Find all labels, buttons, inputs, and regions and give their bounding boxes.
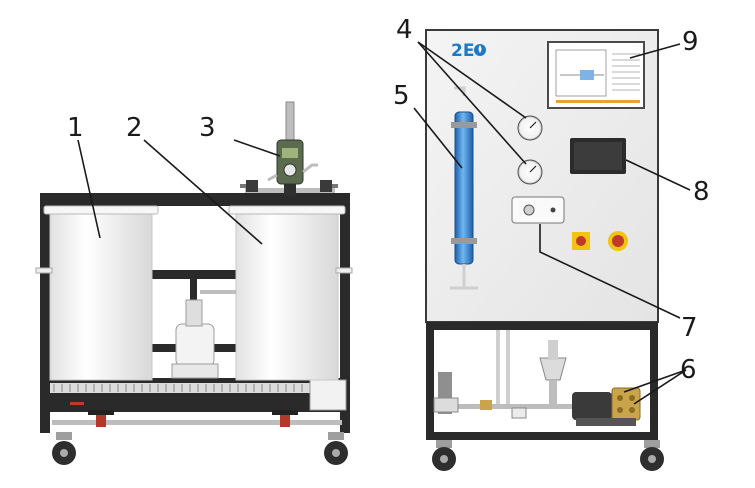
callout-1: 1 <box>67 113 84 143</box>
left-frame-post-right <box>340 193 350 433</box>
filter-housing <box>267 101 318 196</box>
left-frame-post-left <box>40 193 50 433</box>
right-tank <box>235 211 339 381</box>
leader-8 <box>625 159 691 191</box>
leader-4a <box>417 41 527 119</box>
leader-1 <box>77 139 101 239</box>
left-small-pump <box>171 290 236 379</box>
callout-3: 3 <box>199 113 216 143</box>
left-tank-lip <box>35 267 53 274</box>
leader-6b <box>633 369 687 405</box>
pressure-gauge-1 <box>517 115 543 141</box>
leader-9 <box>629 43 681 59</box>
right-caster-2 <box>640 440 664 471</box>
right-lower-frame <box>426 322 658 330</box>
brand-logo-text: 2E <box>451 41 474 61</box>
lower-piping <box>433 330 574 419</box>
left-bottom-valve-1 <box>70 402 114 427</box>
callout-9: 9 <box>682 27 699 57</box>
left-frame-shelf <box>152 270 236 279</box>
callout-5: 5 <box>393 81 410 111</box>
left-frame-top-rail <box>40 193 350 206</box>
right-tank-lid <box>228 205 346 215</box>
left-caster-1 <box>52 432 76 465</box>
left-tray-grille <box>50 383 312 393</box>
top-left-valve <box>240 180 258 192</box>
process-schematic <box>547 41 645 109</box>
main-switch <box>572 232 590 250</box>
callout-8: 8 <box>693 177 710 207</box>
left-tank <box>49 211 153 381</box>
right-unit: 2E <box>425 29 664 471</box>
leader-6a <box>623 369 687 393</box>
right-lower-post-left <box>426 322 434 440</box>
leader-7 <box>539 224 681 319</box>
callout-6: 6 <box>680 355 697 385</box>
top-right-valve <box>320 180 338 192</box>
pressure-vessel <box>539 340 567 404</box>
brand-logo: 2E <box>451 41 486 61</box>
left-bottom-pipe <box>52 420 342 425</box>
right-caster-1 <box>432 440 456 471</box>
callout-2: 2 <box>126 113 143 143</box>
pressure-gauge-2 <box>517 159 543 185</box>
callout-leaders <box>77 41 691 405</box>
pump <box>572 387 641 426</box>
right-tank-lip <box>335 267 353 274</box>
leader-2 <box>143 139 263 245</box>
left-electrical-box <box>309 379 347 411</box>
right-base-rail <box>426 432 658 440</box>
flow-meter-panel <box>511 196 565 224</box>
callout-numbers: 1 2 3 4 5 6 7 8 9 <box>67 15 710 385</box>
membrane-module <box>450 86 478 290</box>
left-tray-grille-slots <box>53 384 303 392</box>
callout-7: 7 <box>681 313 698 343</box>
left-unit <box>35 101 353 465</box>
callout-4: 4 <box>396 15 413 45</box>
left-bottom-valve-2 <box>272 410 298 427</box>
leader-5 <box>413 107 463 169</box>
emergency-stop <box>608 231 628 251</box>
leader-3 <box>233 139 281 157</box>
left-tank-lid <box>43 205 159 215</box>
touch-screen <box>570 138 626 174</box>
leader-4b <box>417 41 527 165</box>
left-caster-2 <box>324 432 348 465</box>
